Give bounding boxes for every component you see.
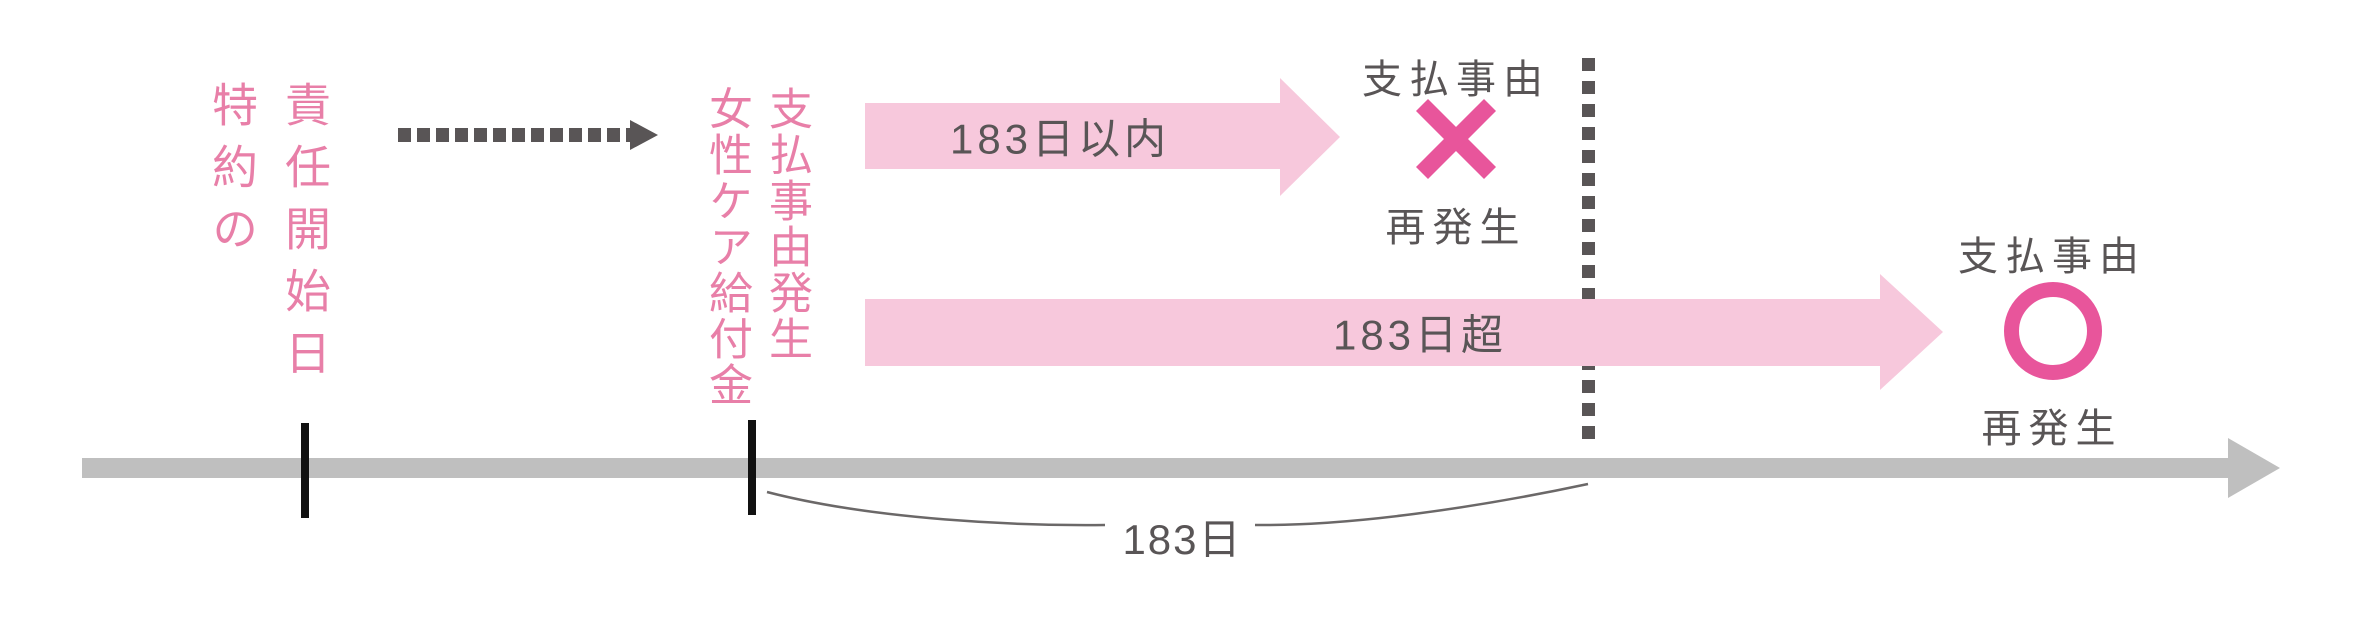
timeline-bar [82,458,2228,478]
x-mark-icon [1415,98,1497,180]
within-183-days-arrow-label: 183日以内 [949,115,1171,163]
duration-curve [766,482,1589,527]
payment-event-label-col-2: 支払事由発生 [762,86,811,362]
within-183-days-arrow [865,103,1280,169]
dotted-arrow-head-icon [630,120,658,150]
duration-label: 183日 [1122,516,1243,563]
timeline-tick-start [301,423,309,518]
dotted-arrow-shaft [398,128,630,142]
circle-mark-icon [2004,282,2102,380]
o-outcome-title: 支払事由 [1958,235,2146,279]
over-183-days-arrow-label: 183日超 [1332,311,1508,359]
within-183-days-arrow-head-icon [1280,78,1340,196]
rider-start-label-col-2: 責任開始日 [279,81,331,391]
x-outcome-result: 再発生 [1385,206,1527,250]
timeline-arrowhead-icon [2228,438,2280,498]
over-183-days-arrow-head-icon [1880,274,1943,390]
payment-event-label-col-1: 女性ケア給付金 [702,86,751,408]
x-outcome-title: 支払事由 [1362,58,1550,102]
o-outcome-result: 再発生 [1981,407,2123,451]
timeline-tick-event [748,420,756,515]
day-183-boundary-dashed-line [1582,58,1595,439]
rider-start-label-col-1: 特約の [206,81,258,267]
over-183-days-arrow [865,299,1880,366]
